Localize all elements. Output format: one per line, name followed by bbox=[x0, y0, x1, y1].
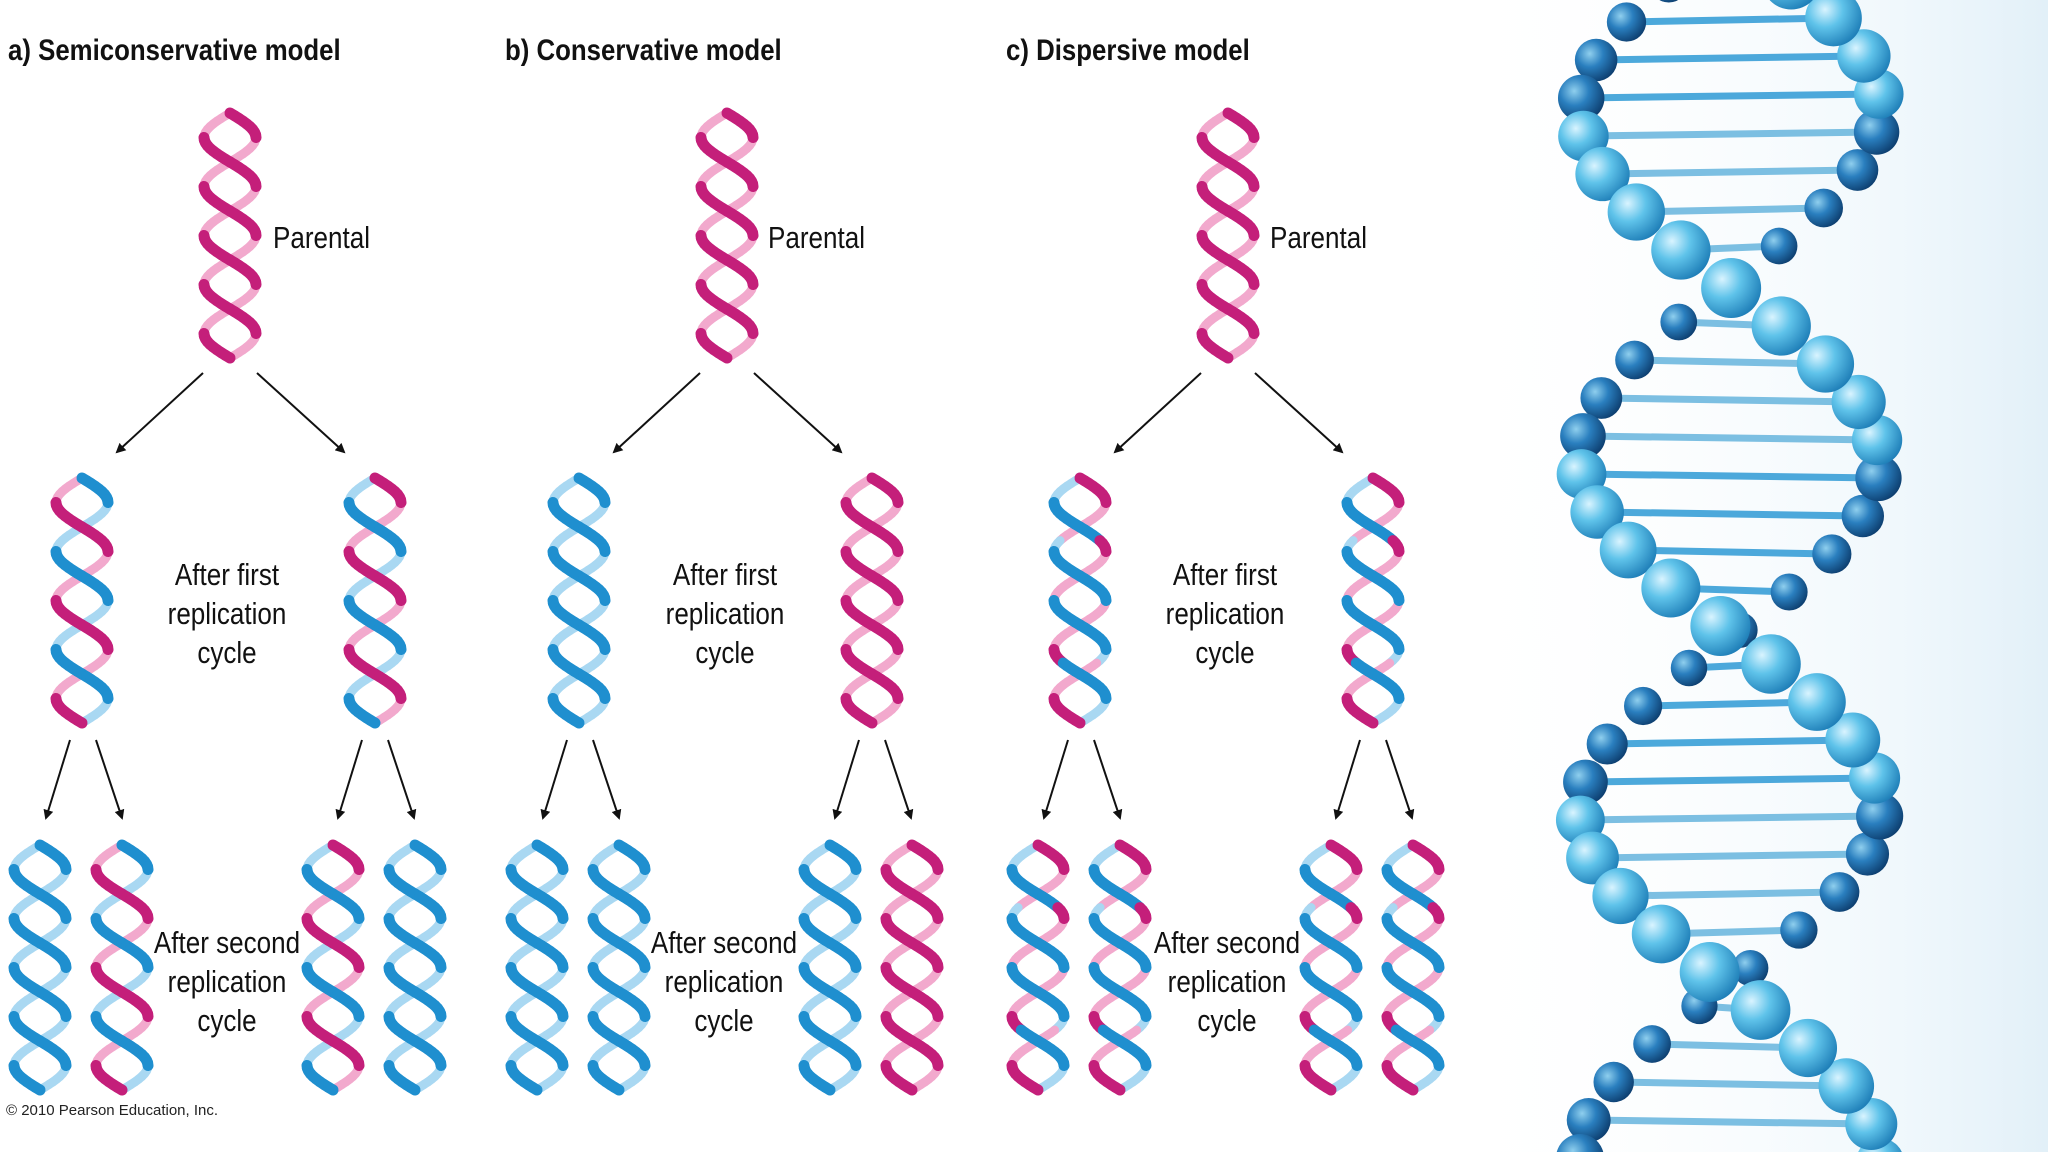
label-line: After first bbox=[174, 557, 280, 592]
second-cycle-helix bbox=[1088, 839, 1152, 1096]
label-line: cycle bbox=[694, 1003, 754, 1038]
panel-b-parental-label: Parental bbox=[768, 220, 865, 255]
first-cycle-helix-left bbox=[547, 472, 611, 729]
arrow bbox=[1093, 739, 1123, 820]
label-line: cycle bbox=[1197, 1003, 1257, 1038]
panel-a-first-cycle-label: After first replication cycle bbox=[160, 555, 294, 672]
panel-b-second-cycle-label: After second replication cycle bbox=[648, 923, 799, 1040]
arrow bbox=[335, 739, 363, 820]
panel-a-title: a) Semiconservative model bbox=[8, 34, 341, 67]
first-cycle-helix-left bbox=[50, 472, 114, 729]
first-cycle-helix-left bbox=[1048, 472, 1112, 729]
panel-c-parental-label: Parental bbox=[1270, 220, 1367, 255]
panel-b-first-cycle-label: After first replication cycle bbox=[658, 555, 792, 672]
arrow bbox=[1385, 739, 1415, 820]
arrow bbox=[540, 739, 568, 820]
arrow bbox=[256, 372, 346, 454]
label-line: replication bbox=[1165, 596, 1285, 631]
arrow bbox=[115, 372, 204, 454]
parental-helix bbox=[198, 107, 262, 364]
label-line: After second bbox=[153, 925, 301, 960]
panel-a-second-cycle-label: After second replication cycle bbox=[151, 923, 302, 1040]
arrow bbox=[832, 739, 860, 820]
first-cycle-helix-right bbox=[840, 472, 904, 729]
second-cycle-helix bbox=[8, 839, 72, 1096]
label-line: After second bbox=[1153, 925, 1301, 960]
first-cycle-helix-right bbox=[1341, 472, 1405, 729]
label-line: After second bbox=[650, 925, 798, 960]
label-line: After first bbox=[1172, 557, 1278, 592]
second-cycle-helix bbox=[505, 839, 569, 1096]
parental-helix bbox=[695, 107, 759, 364]
arrow bbox=[753, 372, 843, 454]
arrow bbox=[612, 372, 701, 454]
label-line: cycle bbox=[197, 1003, 257, 1038]
panel-b-title: b) Conservative model bbox=[505, 34, 782, 67]
arrow bbox=[1113, 372, 1202, 454]
second-cycle-helix bbox=[383, 839, 447, 1096]
second-cycle-helix bbox=[587, 839, 651, 1096]
label-line: replication bbox=[1167, 964, 1287, 999]
panel-c-title: c) Dispersive model bbox=[1006, 34, 1250, 67]
copyright-notice: © 2010 Pearson Education, Inc. bbox=[6, 1102, 219, 1119]
label-line: cycle bbox=[695, 635, 755, 670]
panel-c-first-cycle-label: After first replication cycle bbox=[1158, 555, 1292, 672]
first-cycle-helix-right bbox=[343, 472, 407, 729]
label-line: cycle bbox=[197, 635, 257, 670]
arrow bbox=[95, 739, 125, 820]
arrow bbox=[387, 739, 417, 820]
panel-c-second-cycle-label: After second replication cycle bbox=[1151, 923, 1302, 1040]
arrow bbox=[592, 739, 622, 820]
second-cycle-helix bbox=[880, 839, 944, 1096]
background-dna-helix-image bbox=[1440, 0, 2048, 1152]
second-cycle-helix bbox=[1299, 839, 1363, 1096]
parental-helix bbox=[1196, 107, 1260, 364]
label-line: replication bbox=[167, 596, 287, 631]
second-cycle-helix bbox=[301, 839, 365, 1096]
second-cycle-helix bbox=[1381, 839, 1445, 1096]
label-line: cycle bbox=[1195, 635, 1255, 670]
arrow bbox=[1254, 372, 1344, 454]
panel-a-parental-label: Parental bbox=[273, 220, 370, 255]
label-line: After first bbox=[672, 557, 778, 592]
arrow bbox=[884, 739, 914, 820]
label-line: replication bbox=[167, 964, 287, 999]
arrow bbox=[1333, 739, 1361, 820]
second-cycle-helix bbox=[90, 839, 154, 1096]
arrow bbox=[43, 739, 71, 820]
second-cycle-helix bbox=[798, 839, 862, 1096]
label-line: replication bbox=[664, 964, 784, 999]
second-cycle-helix bbox=[1006, 839, 1070, 1096]
arrow bbox=[1041, 739, 1069, 820]
label-line: replication bbox=[665, 596, 785, 631]
arrows-layer bbox=[43, 372, 1415, 820]
